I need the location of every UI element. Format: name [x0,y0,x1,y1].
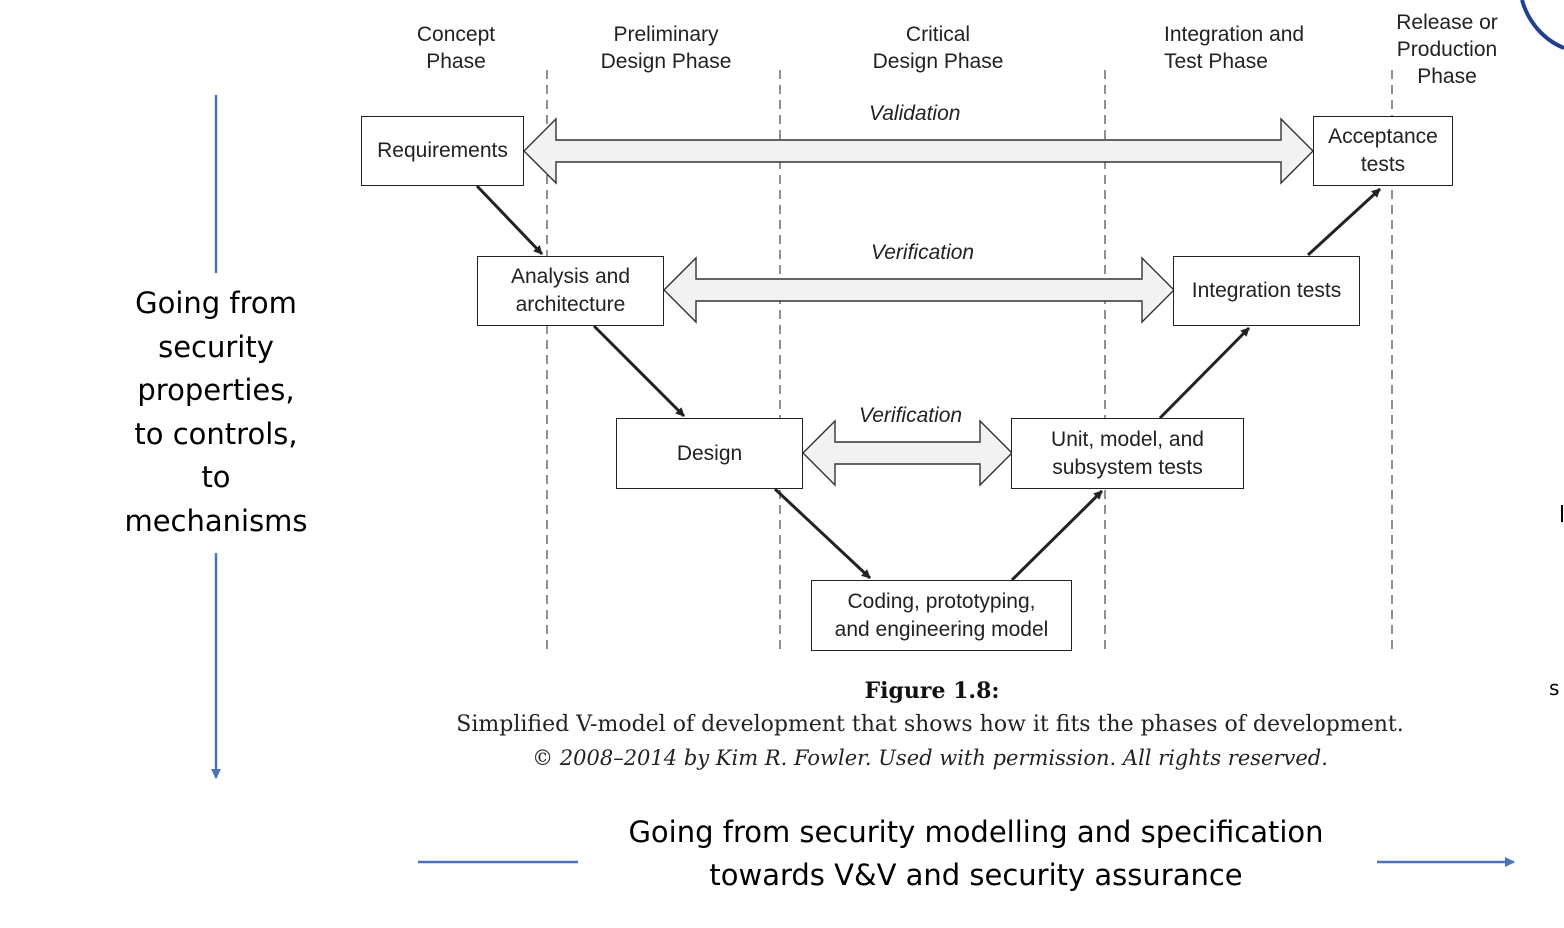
arrow-unit-to-integration [1158,326,1251,420]
figure-copyright: © 2008–2014 by Kim R. Fowler. Used with … [532,746,1328,770]
validation-double-arrow [523,117,1314,185]
coding-prototyping-box: Coding, prototyping, and engineering mod… [811,580,1072,651]
phase-header-preliminary-design: Preliminary Design Phase [600,23,732,73]
requirements-box: Requirements [361,116,524,186]
figure-title: Figure 1.8: [864,678,1000,704]
verification-label-bottom: Verification [859,404,963,427]
acceptance-tests-box: Acceptance tests [1313,116,1453,186]
verification-double-arrow-top [663,256,1175,324]
phase-header-concept: Concept Phase [416,23,496,73]
verification-label-top: Verification [871,241,975,264]
validation-label: Validation [869,102,961,125]
partial-logo-arc [1520,0,1564,50]
arrow-analysis-to-design [592,324,686,418]
phase-header-critical-design: Critical Design Phase [872,23,1004,73]
arrow-integration-to-acceptance [1306,187,1382,257]
integration-tests-box: Integration tests [1173,256,1360,326]
arrow-design-to-coding [773,487,872,580]
arrow-coding-to-unit-tests [1010,489,1104,582]
left-annotation-text: Going from security properties, to contr… [124,286,308,538]
phase-header-integration-test: Integration and Test Phase [1164,23,1305,73]
arrow-requirements-to-analysis [475,184,544,256]
bottom-annotation-text: Going from security modelling and specif… [628,815,1324,892]
phase-header-release-production: Release or Production Phase [1396,11,1498,88]
design-box: Design [616,418,803,489]
analysis-architecture-box: Analysis and architecture [477,256,664,326]
figure-caption: Simplified V-model of development that s… [456,712,1404,737]
unit-model-subsystem-tests-box: Unit, model, and subsystem tests [1011,418,1244,489]
right-edge-text-fragment: s [1549,676,1560,700]
verification-double-arrow-bottom [802,419,1013,487]
